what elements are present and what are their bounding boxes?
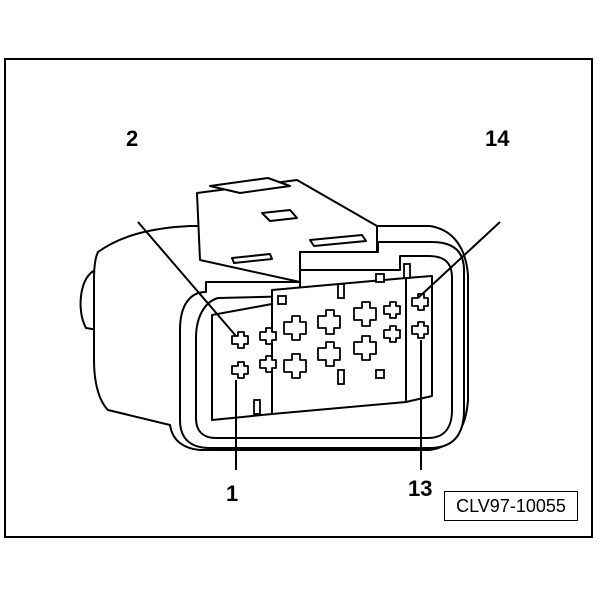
key-slot: [277, 295, 287, 305]
leader-line-2: [137, 221, 237, 337]
pin-cavity: [353, 301, 377, 327]
key-slot: [337, 283, 345, 299]
key-slot: [337, 369, 345, 385]
pin-cavity: [353, 335, 377, 361]
latch-ridge: [209, 177, 291, 194]
lock-slot: [231, 253, 273, 264]
pin-cavity: [283, 353, 307, 379]
key-slot: [375, 273, 385, 283]
callout-pin-13: 13: [408, 476, 433, 501]
key-slot: [253, 399, 261, 415]
pin-cavity: [283, 315, 307, 341]
pin-cavity: [259, 327, 277, 345]
pin-cavity: [411, 321, 429, 339]
leader-lines: [137, 221, 501, 470]
pin-cavity: [383, 325, 401, 343]
key-slot: [403, 263, 411, 279]
pin-cavity: [411, 293, 429, 311]
key-slot: [375, 369, 385, 379]
pin-carrier-left: [211, 303, 273, 421]
lock-slot: [309, 234, 367, 247]
callout-pin-2: 2: [126, 126, 139, 151]
latch-window: [261, 209, 298, 222]
leader-line-14: [417, 221, 501, 299]
pin-cavity: [383, 301, 401, 319]
callout-pin-14: 14: [485, 126, 510, 151]
pin-cavity: [259, 355, 277, 373]
pin-cavity: [231, 361, 249, 379]
reference-code-box: CLV97-10055: [444, 491, 578, 521]
pin-cavity: [317, 309, 341, 335]
diagram-frame: [4, 58, 593, 538]
callout-pin-1: 1: [226, 481, 239, 506]
pin-cavity: [317, 341, 341, 367]
pin-carrier-right: [405, 275, 433, 403]
reference-code: CLV97-10055: [456, 495, 566, 516]
